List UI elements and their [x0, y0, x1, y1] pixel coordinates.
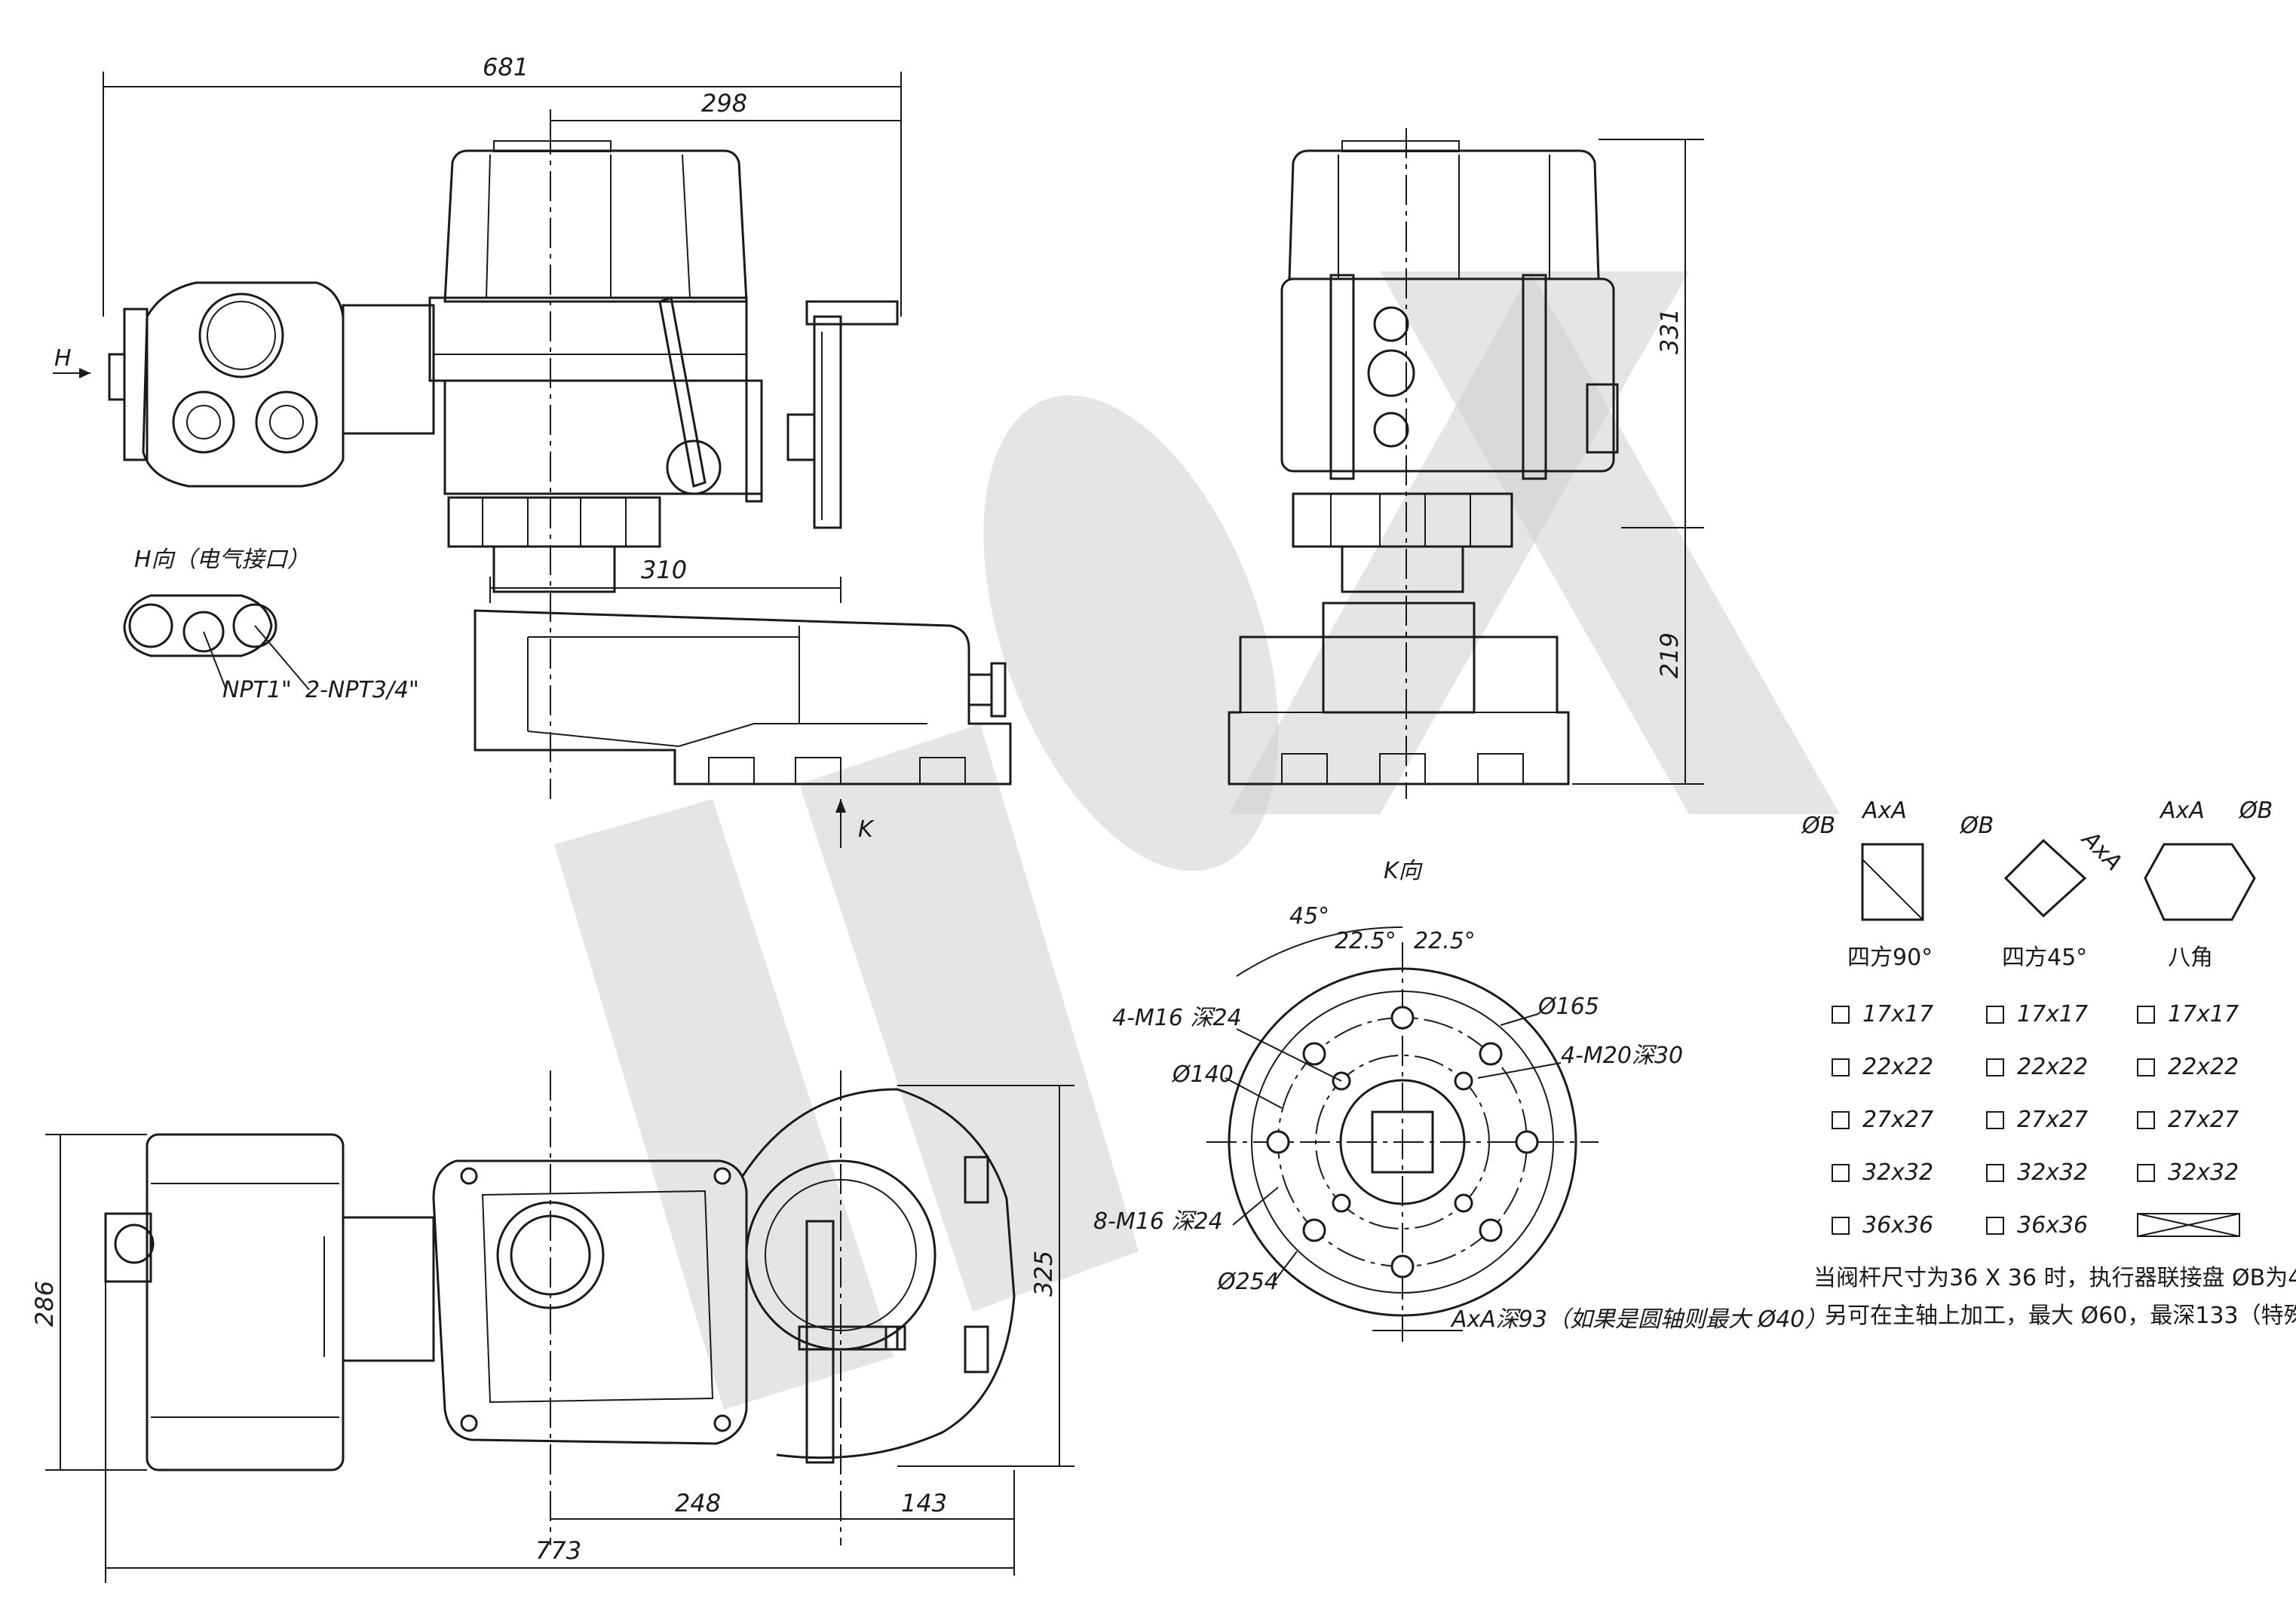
k-arrow-label: K [858, 816, 875, 843]
phi-b-3: ØB [2238, 798, 2273, 824]
phi-b-2: ØB [1959, 813, 1994, 839]
type-square-90: 四方90° [1847, 945, 1933, 971]
axa-2: AxA [2076, 825, 2127, 876]
label-8-m16: 8-M16 深24 [1093, 1208, 1223, 1235]
size-17-c2: 17x17 [2017, 1001, 2088, 1027]
type-square-45: 四方45° [2002, 945, 2087, 971]
note-line-1: 当阀杆尺寸为36 X 36 时，执行器联接盘 ØB为49 [1813, 1265, 2296, 1291]
size-36-c1: 36x36 [1862, 1212, 1933, 1239]
note-line-2: 另可在主轴上加工，最大 Ø60，最深133（特殊） [1825, 1303, 2296, 1329]
h-view-title: H向（电气接口） [134, 547, 310, 573]
dim-286: 286 [30, 1281, 59, 1327]
axa-1: AxA [1861, 798, 1907, 824]
front-elevation-view: 681 298 H [53, 53, 1012, 848]
dim-248: 248 [675, 1489, 721, 1517]
axa-3: AxA [2159, 798, 2205, 824]
label-d165: Ø165 [1537, 994, 1599, 1020]
size-27-c3: 27x27 [2168, 1107, 2239, 1133]
size-32-c2: 32x32 [2017, 1159, 2088, 1186]
shaft-type-options: ØB AxA 四方90° ØB AxA 四方45° ØB AxA 八角 17x1… [1801, 798, 2296, 1329]
size-36-c2: 36x36 [2017, 1212, 2088, 1239]
dim-331: 331 [1655, 308, 1684, 354]
size-17-c3: 17x17 [2168, 1001, 2239, 1027]
size-17-c1: 17x17 [1862, 1001, 1933, 1027]
sizes-col-1: 17x17 22x22 27x27 32x32 36x36 [1832, 1001, 1933, 1239]
h-view-detail: H向（电气接口） NPT1" 2-NPT3/4" [123, 547, 419, 703]
angle-22-5-left: 22.5° [1335, 928, 1396, 954]
size-22-c3: 22x22 [2168, 1054, 2239, 1080]
size-32-c3: 32x32 [2168, 1159, 2239, 1186]
watermark [554, 271, 1840, 1410]
dim-219: 219 [1655, 632, 1684, 678]
dim-325: 325 [1029, 1251, 1058, 1297]
sizes-col-3: 17x17 22x22 27x27 32x32 [2137, 1001, 2240, 1237]
size-32-c1: 32x32 [1862, 1159, 1933, 1186]
label-4-m16: 4-M16 深24 [1112, 1005, 1242, 1031]
plan-view: 286 325 248 143 773 [30, 1070, 1074, 1583]
label-4-m20: 4-M20深30 [1561, 1043, 1683, 1069]
dim-143: 143 [901, 1489, 947, 1517]
dim-681: 681 [483, 53, 529, 81]
dim-298: 298 [701, 89, 747, 118]
npt2-label: 2-NPT3/4" [305, 677, 419, 703]
dim-310: 310 [641, 556, 687, 584]
angle-22-5-right: 22.5° [1414, 928, 1476, 954]
k-view-flange: K向 45° 22.5° 22.5° 4-M16 深24 Ø165 4- [1093, 858, 1827, 1342]
side-elevation-view: 331 219 [1228, 128, 1704, 799]
k-view-title: K向 [1384, 858, 1424, 884]
size-27-c2: 27x27 [2017, 1107, 2088, 1133]
type-octagon: 八角 [2168, 945, 2213, 971]
sizes-col-2: 17x17 22x22 27x27 32x32 36x36 [1986, 1001, 2088, 1239]
size-27-c1: 27x27 [1862, 1107, 1933, 1133]
npt1-label: NPT1" [222, 677, 292, 703]
dim-773: 773 [535, 1536, 581, 1565]
angle-45-label: 45° [1289, 903, 1329, 929]
h-arrow-label: H [54, 345, 72, 372]
phi-b-1: ØB [1801, 813, 1835, 839]
label-axa-depth: AxA深93（如果是圆轴则最大 Ø40） [1450, 1306, 1827, 1333]
size-22-c2: 22x22 [2017, 1054, 2088, 1080]
size-22-c1: 22x22 [1862, 1054, 1933, 1080]
label-d254: Ø254 [1216, 1269, 1279, 1295]
label-d140: Ø140 [1171, 1061, 1234, 1088]
